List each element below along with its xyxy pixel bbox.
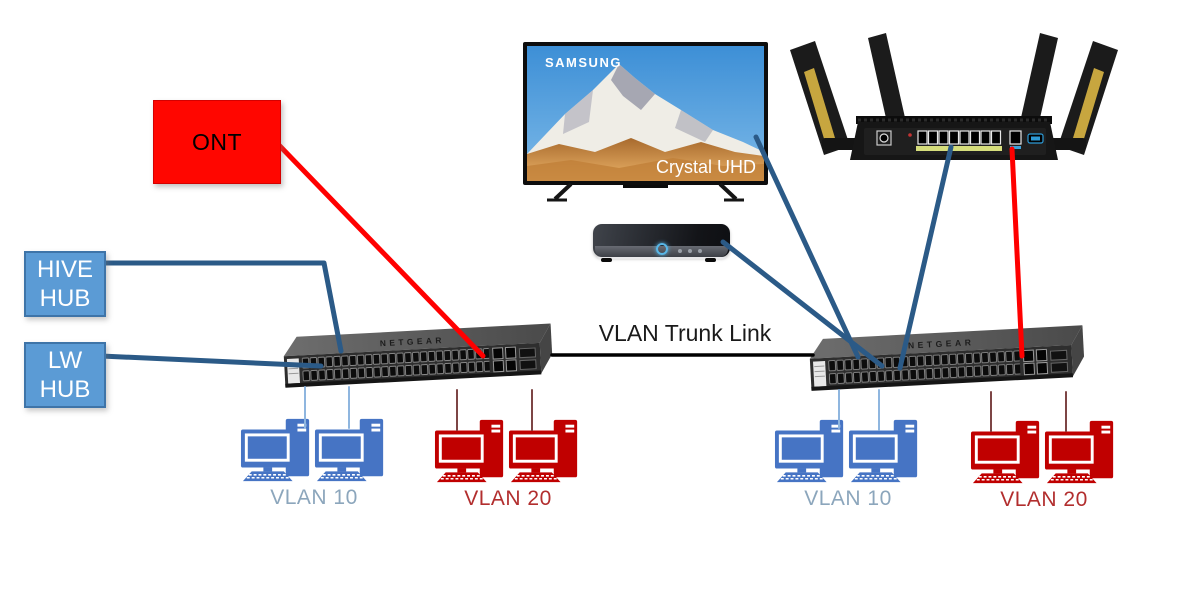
ont-box: ONT	[153, 100, 281, 184]
switch-label-sticker	[286, 358, 301, 384]
computer-icon	[508, 418, 582, 484]
ont-label: ONT	[191, 128, 243, 155]
lw-hub-label-line2: HUB	[39, 376, 91, 403]
vlan20-label-left: VLAN 20	[464, 487, 552, 510]
lw-hub-label-line1: LW	[47, 347, 83, 374]
netgear-switch-right: NETGEAR	[807, 323, 1092, 395]
tv-legs	[553, 182, 738, 201]
hive-hub-label-line1: HIVE	[36, 256, 93, 283]
computer-icon	[434, 418, 508, 484]
lw-hub-box: LW HUB	[24, 342, 106, 408]
pc-group-left-vlan20: VLAN 20	[430, 418, 586, 511]
tv-tagline: Crystal UHD	[656, 157, 756, 177]
netgear-switch-left: NETGEAR	[281, 321, 560, 391]
switch-sfp-slot	[519, 359, 537, 371]
computer-icon	[314, 417, 388, 483]
stb-bottom-edge	[597, 257, 726, 259]
stb-button-icon	[678, 249, 682, 253]
pc-group-right-vlan20: VLAN 20	[966, 419, 1122, 512]
router-antenna-inner-left	[868, 33, 908, 136]
stb-foot	[705, 258, 716, 262]
hive-hub-label-line2: HUB	[39, 285, 91, 312]
samsung-tv: SAMSUNG Crystal UHD	[523, 42, 768, 202]
stb-button-icon	[688, 249, 692, 253]
pc-group-left-vlan10: VLAN 10	[236, 417, 392, 510]
switch-image: NETGEAR	[283, 323, 553, 388]
computer-icon	[970, 419, 1044, 485]
set-top-box	[593, 224, 730, 262]
tv-image: SAMSUNG Crystal UHD	[523, 42, 768, 202]
stb-foot	[601, 258, 612, 262]
switch-uplink-ports	[1022, 348, 1049, 376]
switch-sfp-slot	[1050, 361, 1069, 373]
router-led	[908, 133, 912, 137]
antenna-gold-stripe	[1073, 68, 1104, 142]
vlan-trunk-link-label: VLAN Trunk Link	[598, 320, 772, 346]
vlan10-label-left: VLAN 10	[270, 486, 358, 509]
router-antenna-inner-right	[1018, 33, 1058, 136]
pc-group-right-vlan10: VLAN 10	[770, 418, 926, 511]
switch-label-sticker	[813, 360, 827, 387]
stb-button-icon	[698, 249, 702, 253]
computer-icon	[240, 417, 314, 483]
vlan20-label-right: VLAN 20	[1000, 488, 1088, 511]
wire-ont-to-switch1	[272, 138, 486, 359]
tv-brand-logo: SAMSUNG	[545, 55, 622, 70]
antenna-gold-stripe	[804, 68, 835, 142]
switch-sfp-slot	[1049, 349, 1068, 361]
router-port-strip	[916, 146, 1002, 151]
router-lan-ports	[917, 130, 1002, 145]
hive-hub-box: HIVE HUB	[24, 251, 106, 317]
switch-image: NETGEAR	[809, 325, 1085, 391]
stb-power-ring-icon	[656, 243, 668, 255]
switch-sfp-slot	[518, 347, 537, 359]
vlan10-label-right: VLAN 10	[804, 487, 892, 510]
switch-uplink-ports	[492, 346, 518, 373]
computer-icon	[848, 418, 922, 484]
computer-icon	[774, 418, 848, 484]
computer-icon	[1044, 419, 1118, 485]
router-wan-port	[1009, 130, 1022, 145]
wireless-router	[788, 28, 1120, 168]
wire-router-wan-red	[1009, 146, 1025, 359]
router-dc-jack	[879, 133, 889, 143]
router-image	[790, 33, 1118, 160]
